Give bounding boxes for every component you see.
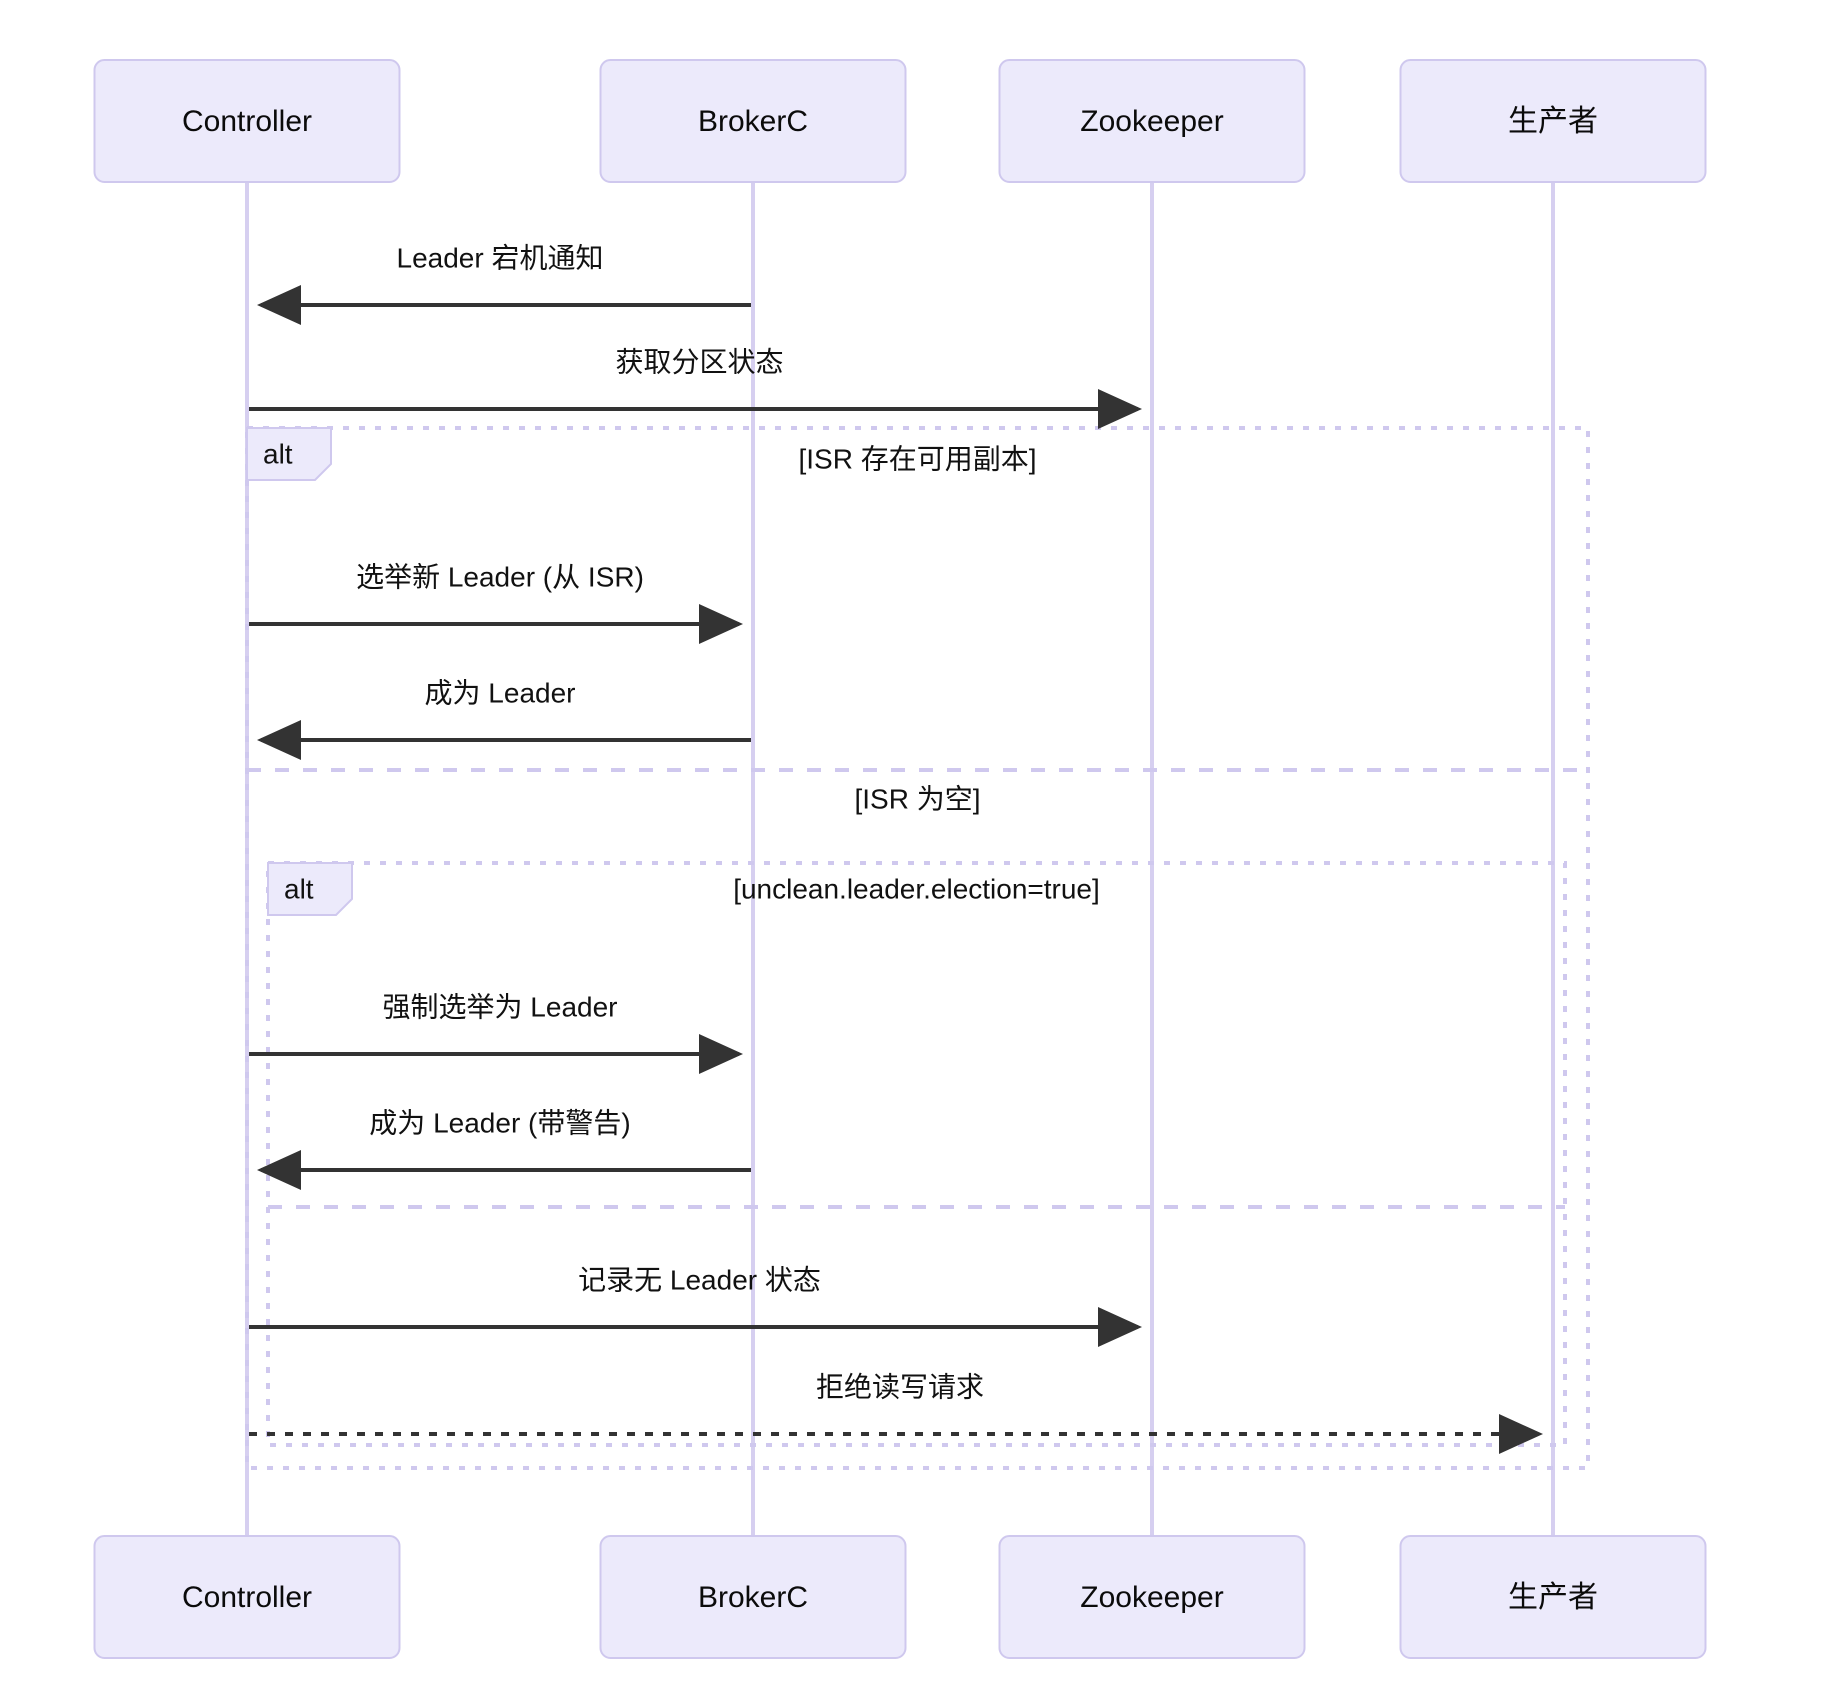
message-label-m5: 强制选举为 Leader [383,991,618,1022]
alt-block-frame-outer-alt [245,426,1590,1470]
participant-box-header-controller[interactable] [93,59,401,183]
participant-label-header-controller: Controller [182,105,312,138]
alt-branch-condition: [unclean.leader.election=true] [733,873,1100,904]
participant-label-footer-controller: Controller [182,1581,312,1614]
alt-blocks-group: [ISR 存在可用副本] [ISR 为空] alt [unclean.leader.e… [245,426,1590,1470]
message-label-m3: 选举新 Leader (从 ISR) [356,561,644,592]
alt-branch-condition: [ISR 存在可用副本] [798,443,1036,474]
participant-box-footer-zookeeper[interactable] [998,1535,1306,1659]
message-label-m1: Leader 宕机通知 [397,242,604,273]
participant-box-header-brokerc[interactable] [599,59,907,183]
alt-tag-shape-inner-alt [267,862,353,916]
lifelines-group [245,182,1555,1536]
participant-box-footer-brokerc[interactable] [599,1535,907,1659]
participant-box-footer-controller[interactable] [93,1535,401,1659]
participant-label-header-zookeeper: Zookeeper [1080,105,1223,138]
message-label-m7: 记录无 Leader 状态 [578,1264,821,1295]
participant-box-header-producer[interactable] [1399,59,1707,183]
participant-label-header-brokerc: BrokerC [698,105,808,138]
participant-label-header-producer: 生产者 [1508,105,1598,138]
participant-box-header-zookeeper[interactable] [998,59,1306,183]
message-label-m2: 获取分区状态 [615,346,783,377]
alt-tag-label-outer-alt: alt [263,438,293,469]
alt-tag-label-inner-alt: alt [284,873,314,904]
alt-tag-shape-outer-alt [246,427,332,481]
alt-block-frame-inner-alt [266,861,1567,1447]
participant-label-footer-producer: 生产者 [1508,1581,1598,1614]
message-label-m6: 成为 Leader (带警告) [369,1107,630,1138]
participant-label-footer-brokerc: BrokerC [698,1581,808,1614]
message-label-m4: 成为 Leader [425,677,576,708]
message-label-m8: 拒绝读写请求 [816,1371,984,1402]
participant-box-footer-producer[interactable] [1399,1535,1707,1659]
alt-branch-condition: [ISR 为空] [854,783,980,814]
participant-label-footer-zookeeper: Zookeeper [1080,1581,1223,1614]
